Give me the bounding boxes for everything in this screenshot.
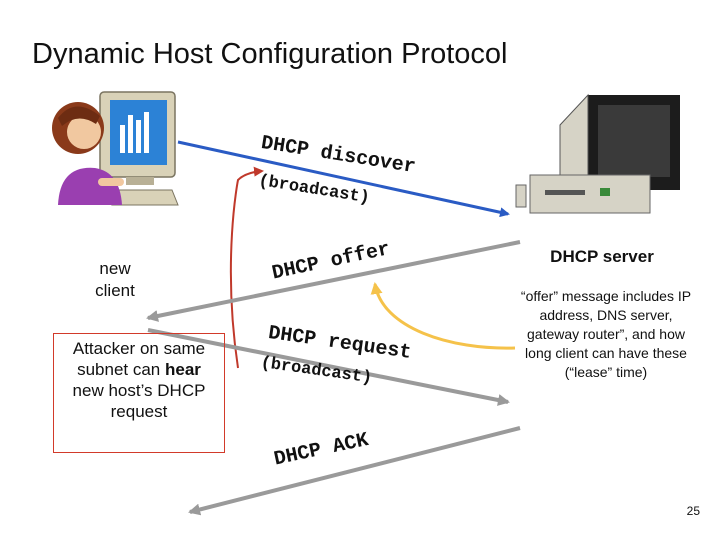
request-arrow <box>147 328 510 406</box>
discover-arrow <box>177 140 510 218</box>
ack-arrow <box>188 426 521 516</box>
attacker-hear-arrow <box>229 166 264 369</box>
attacker-note-text-end: new host’s DHCP request <box>72 381 206 421</box>
attacker-note-box: Attacker on same subnet can hear new hos… <box>53 333 225 453</box>
client-label-line2: client <box>95 281 135 300</box>
desktop-server-icon <box>515 93 693 220</box>
client-label: new client <box>70 258 160 302</box>
woman-at-computer-icon <box>38 90 179 220</box>
offer-note: “offer” message includes IP address, DNS… <box>520 288 692 380</box>
slide-number: 25 <box>686 504 700 518</box>
offer-note-arrow <box>370 282 516 350</box>
slide-title: Dynamic Host Configuration Protocol <box>32 38 508 70</box>
attacker-note-text: Attacker on same subnet can <box>72 339 206 379</box>
attacker-note-emphasis: hear <box>164 360 201 379</box>
offer-arrow <box>146 240 521 322</box>
client-label-line1: new <box>99 259 131 278</box>
server-label: DHCP server <box>550 247 654 266</box>
